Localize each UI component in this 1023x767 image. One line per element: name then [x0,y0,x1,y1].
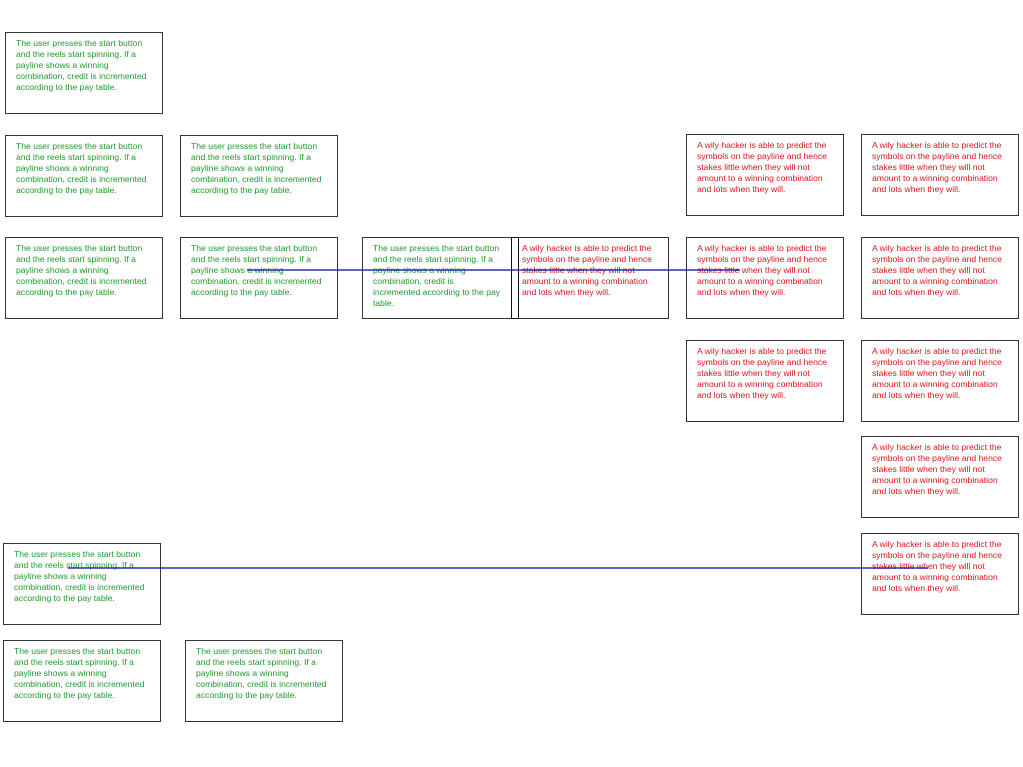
hacker-misuse-card[interactable]: A wily hacker is able to predict the sym… [686,237,844,319]
user-story-card[interactable]: The user presses the start button and th… [180,237,338,319]
hacker-misuse-card[interactable]: A wily hacker is able to predict the sym… [861,237,1019,319]
user-story-card[interactable]: The user presses the start button and th… [180,135,338,217]
user-story-card[interactable]: The user presses the start button and th… [362,237,512,319]
hacker-misuse-card[interactable]: A wily hacker is able to predict the sym… [861,340,1019,422]
user-story-card[interactable]: The user presses the start button and th… [3,543,161,625]
hacker-misuse-card[interactable]: A wily hacker is able to predict the sym… [686,340,844,422]
hacker-misuse-card[interactable]: A wily hacker is able to predict the sym… [686,134,844,216]
user-story-card[interactable]: The user presses the start button and th… [5,135,163,217]
user-story-card[interactable]: The user presses the start button and th… [5,32,163,114]
hacker-misuse-card[interactable]: A wily hacker is able to predict the sym… [861,533,1019,615]
user-story-card[interactable]: The user presses the start button and th… [3,640,161,722]
hacker-misuse-card[interactable]: A wily hacker is able to predict the sym… [511,237,669,319]
selection-handle[interactable] [511,237,519,319]
hacker-misuse-card[interactable]: A wily hacker is able to predict the sym… [861,134,1019,216]
user-story-card[interactable]: The user presses the start button and th… [185,640,343,722]
user-story-card[interactable]: The user presses the start button and th… [5,237,163,319]
hacker-misuse-card[interactable]: A wily hacker is able to predict the sym… [861,436,1019,518]
